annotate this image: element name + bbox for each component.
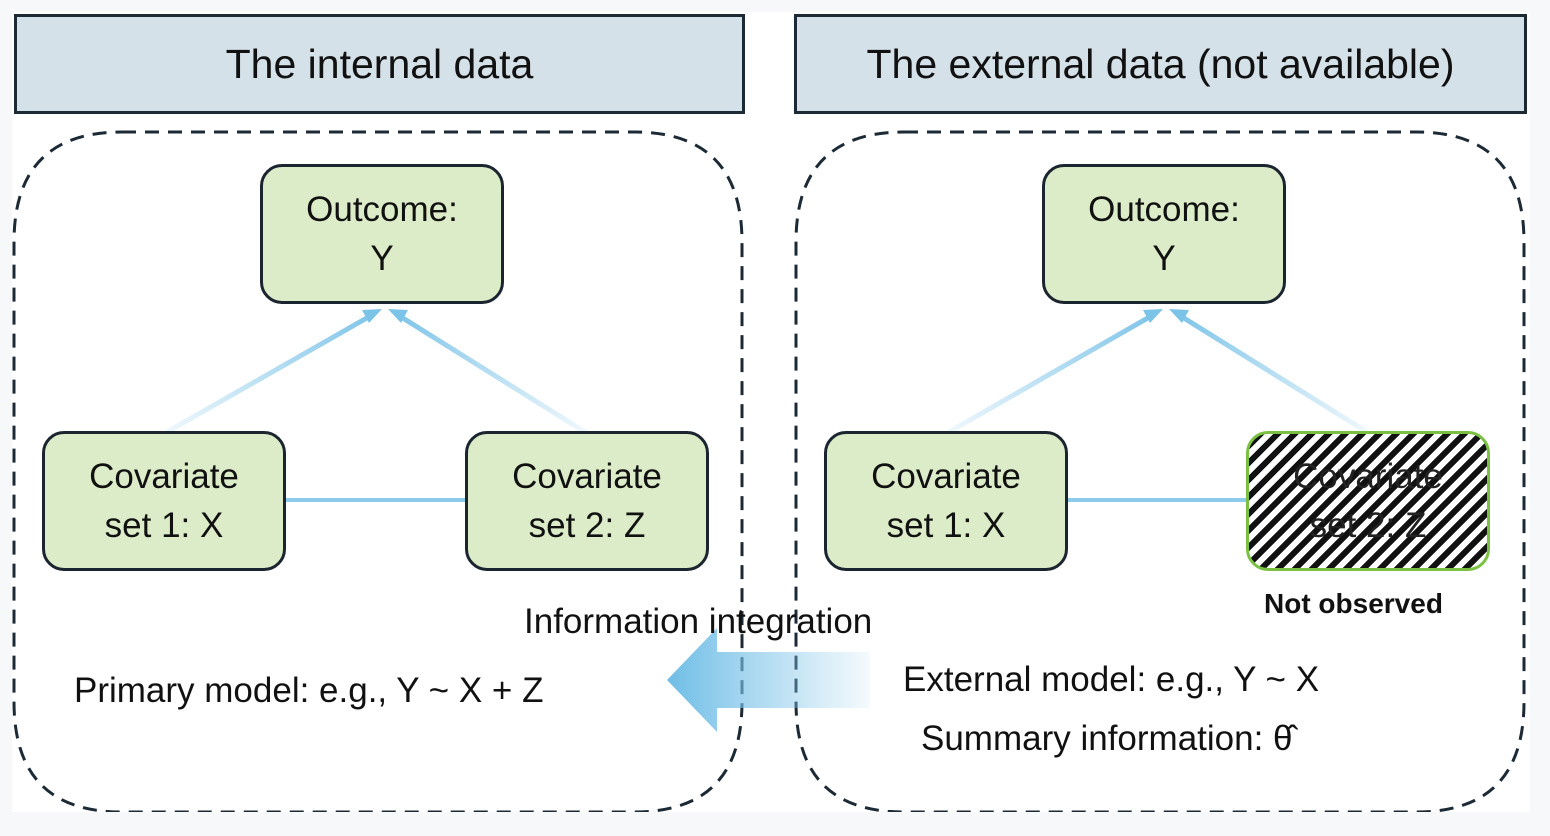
internal-x-to-y-arrow	[165, 312, 374, 435]
external-data-header-text: The external data (not available)	[866, 40, 1455, 87]
external-outcome-label: Outcome:	[1088, 190, 1240, 229]
external-x-to-y-arrowhead	[1143, 309, 1163, 323]
integration-label: Information integration	[524, 602, 873, 641]
external-data-header: The external data (not available)	[794, 14, 1527, 114]
internal-z-to-y-arrowhead	[388, 309, 408, 323]
internal-data-header-text: The internal data	[225, 40, 534, 87]
external-z-to-y-arrow	[1177, 312, 1369, 435]
external-covariate-set1-var: set 1: X	[886, 506, 1006, 545]
internal-outcome-label: Outcome:	[306, 190, 458, 229]
external-outcome-var: Y	[1152, 239, 1176, 278]
integration-arrow	[667, 628, 870, 732]
internal-x-to-y-arrowhead	[362, 309, 382, 323]
external-covariate-set2-var: set 2: Z	[1309, 506, 1427, 545]
internal-covariate-set2-label: Covariate	[512, 457, 662, 496]
external-model-caption: External model: e.g., Y ~ X	[903, 660, 1320, 699]
internal-covariate-set2-var: set 2: Z	[528, 506, 646, 545]
internal-covariate-set1-label: Covariate	[89, 457, 239, 496]
internal-data-header: The internal data	[14, 14, 745, 114]
external-outcome-node: Outcome: Y	[1042, 164, 1286, 304]
diagram-canvas: The internal data The external data (not…	[12, 12, 1530, 812]
internal-z-to-y-arrow	[396, 312, 587, 435]
not-observed-label: Not observed	[1264, 588, 1443, 619]
internal-covariate-set2-node: Covariate set 2: Z	[465, 431, 709, 571]
external-dashed-region	[794, 130, 1526, 812]
diagram-connectors	[12, 130, 1526, 812]
external-covariate-set1-node: Covariate set 1: X	[824, 431, 1068, 571]
internal-covariate-set1-node: Covariate set 1: X	[42, 431, 286, 571]
external-z-to-y-arrowhead	[1169, 309, 1189, 323]
internal-outcome-var: Y	[370, 239, 394, 278]
summary-information-caption: Summary information: θ̂	[921, 719, 1293, 758]
internal-covariate-set1-var: set 1: X	[104, 506, 224, 545]
external-covariate-set2-label: Covariate	[1293, 457, 1443, 496]
internal-dashed-region	[12, 130, 744, 812]
external-covariate-set1-label: Covariate	[871, 457, 1021, 496]
internal-outcome-node: Outcome: Y	[260, 164, 504, 304]
external-covariate-set2-unobserved-node: Covariate set 2: Z	[1246, 431, 1490, 571]
external-x-to-y-arrow	[947, 312, 1155, 435]
primary-model-caption: Primary model: e.g., Y ~ X + Z	[74, 671, 544, 710]
